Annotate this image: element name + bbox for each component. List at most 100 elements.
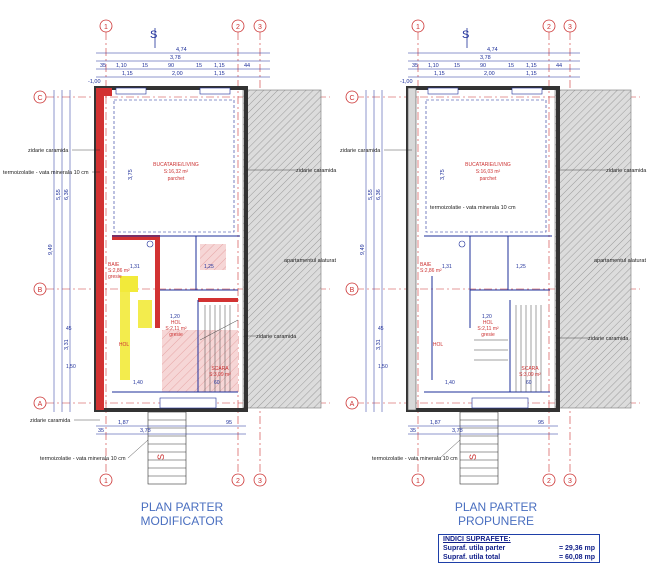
svg-text:95: 95	[538, 420, 544, 426]
svg-text:15: 15	[196, 63, 202, 69]
right-plan-title: PLAN PARTER PROPUNERE	[396, 500, 596, 528]
svg-text:2: 2	[547, 24, 551, 31]
room-area: S:2,11 m²	[477, 326, 499, 332]
left-dimensions: 9,49 5,55 6,36 3,75 3,31	[360, 90, 446, 412]
svg-text:35: 35	[98, 428, 104, 434]
annotation-label: termoizolatie - vata minerala 10 cm	[40, 456, 126, 462]
top-dimensions: 4,74 3,78 35 1,10 15 90 15 1,15 44 1,15 …	[400, 47, 580, 85]
svg-text:A: A	[350, 401, 355, 408]
svg-text:1,40: 1,40	[133, 380, 143, 386]
annotation-label: zidarie caramida	[296, 168, 337, 174]
title-line: MODIFICATOR	[140, 514, 224, 528]
svg-text:1,40: 1,40	[445, 380, 455, 386]
room-name: SCARA	[521, 366, 539, 372]
axis-bubble: B	[33, 282, 47, 296]
table-row: Supraf. utila parter = 29,36 mp	[439, 544, 599, 553]
axis-bubble: 2	[542, 19, 556, 33]
axis-bubble: 3	[253, 473, 267, 487]
svg-text:1,87: 1,87	[430, 420, 441, 426]
axis-bubble: A	[345, 396, 359, 410]
svg-text:B: B	[38, 287, 43, 294]
axis-bubble: 3	[563, 19, 577, 33]
row-value: = 60,08 mp	[559, 554, 595, 561]
svg-text:45: 45	[378, 326, 384, 332]
row-value: = 29,36 mp	[559, 545, 595, 552]
svg-text:1,15: 1,15	[214, 71, 225, 77]
svg-text:1,10: 1,10	[428, 63, 439, 69]
svg-text:3: 3	[568, 478, 572, 485]
room-area: S:3,09 m²	[519, 372, 541, 378]
annotation-label: zidarie caramida	[30, 418, 71, 424]
annotation-label: apartamentul alaturat	[284, 258, 336, 264]
annotation-label: zidarie caramida	[340, 148, 381, 154]
svg-text:4,74: 4,74	[176, 47, 187, 53]
svg-text:S: S	[156, 454, 166, 460]
axis-bubble: 2	[231, 473, 245, 487]
axis-bubble: C	[33, 90, 47, 104]
svg-text:6,36: 6,36	[376, 189, 382, 200]
svg-text:1,50: 1,50	[378, 364, 388, 370]
north-arrow-icon: S	[462, 28, 469, 48]
svg-text:3,31: 3,31	[376, 339, 382, 350]
room-floor: parchet	[168, 176, 185, 182]
svg-text:-1,00: -1,00	[400, 79, 413, 85]
svg-text:44: 44	[244, 63, 250, 69]
svg-text:35: 35	[100, 63, 106, 69]
room-name: BAIE	[420, 262, 432, 268]
title-line: PLAN PARTER	[140, 500, 224, 514]
small-dimensions: 1,31 1,20 1,25 1,40 60 45 1,50	[66, 264, 220, 386]
svg-text:4,74: 4,74	[487, 47, 498, 53]
room-area: S:2,11 m²	[165, 326, 187, 332]
svg-text:3,31: 3,31	[64, 339, 70, 350]
annotation-label: apartamentul alaturat	[594, 258, 646, 264]
svg-text:1,31: 1,31	[442, 264, 452, 270]
room-floor: gresie	[481, 332, 495, 338]
svg-text:2,00: 2,00	[484, 71, 495, 77]
table-row: Supraf. utila total = 60,08 mp	[439, 553, 599, 562]
room-name: SCARA	[211, 366, 229, 372]
svg-text:C: C	[37, 95, 42, 102]
axis-bubble: C	[345, 90, 359, 104]
svg-text:S: S	[462, 29, 469, 41]
room-area: S:2,86 m²	[420, 268, 442, 274]
axis-bubble: A	[33, 396, 47, 410]
svg-text:5,55: 5,55	[368, 189, 374, 200]
svg-text:1,20: 1,20	[482, 314, 492, 320]
axis-bubble: 1	[99, 473, 113, 487]
svg-text:15: 15	[142, 63, 148, 69]
svg-text:1,50: 1,50	[66, 364, 76, 370]
annotation-label: termoizolatie - vata minerala 10 cm	[372, 456, 458, 462]
left-dimensions: 9,49 5,55 6,36 3,75 3,31	[48, 90, 134, 412]
svg-text:35: 35	[412, 63, 418, 69]
svg-text:95: 95	[226, 420, 232, 426]
room-area: S:16,32 m²	[164, 169, 189, 175]
axis-bubble: 1	[411, 19, 425, 33]
svg-text:B: B	[350, 287, 355, 294]
room-area: S:16,03 m²	[476, 169, 501, 175]
top-dimensions: 4,74 3,78 35 1,10 15 90 15 1,15 44 1,15 …	[88, 47, 270, 85]
north-arrow-icon: S	[468, 454, 478, 460]
svg-text:1,15: 1,15	[434, 71, 445, 77]
svg-text:3,75: 3,75	[440, 169, 446, 180]
svg-text:3,78: 3,78	[452, 428, 463, 434]
left-plan: 1 2 3 1 2 3 C B	[3, 19, 337, 487]
bottom-dimensions: 1,87 95 3,78 35	[96, 420, 246, 435]
svg-text:3,78: 3,78	[170, 55, 181, 61]
table-header: INDICI SUPRAFETE:	[443, 536, 511, 543]
row-label: Supraf. utila total	[443, 554, 501, 561]
axis-bubble: 1	[411, 473, 425, 487]
svg-text:S: S	[468, 454, 478, 460]
svg-text:1,20: 1,20	[170, 314, 180, 320]
svg-text:1: 1	[104, 478, 108, 485]
title-line: PLAN PARTER	[454, 500, 538, 514]
left-plan-title: PLAN PARTER MODIFICATOR	[82, 500, 282, 528]
svg-text:44: 44	[556, 63, 562, 69]
svg-text:60: 60	[526, 380, 532, 386]
svg-text:60: 60	[214, 380, 220, 386]
north-arrow-icon: S	[156, 454, 166, 460]
svg-text:S: S	[150, 29, 157, 41]
right-plan: 1 2 3 1 2 3 C B	[340, 19, 647, 487]
svg-text:3: 3	[568, 24, 572, 31]
room-name: BUCATARIE/LIVING	[153, 162, 199, 168]
